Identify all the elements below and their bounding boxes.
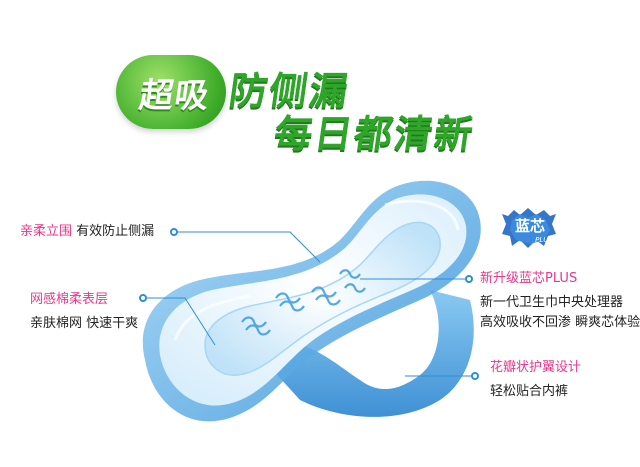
callout-core-title: 新升级蓝芯PLUS (480, 271, 578, 286)
pad-core (204, 221, 441, 376)
callout-surface: 网感棉柔表层 亲肤棉网 快速干爽 (30, 290, 138, 334)
callout-side-barrier-title: 亲柔立围 (20, 224, 73, 239)
svg-text:PLUS: PLUS (535, 236, 553, 244)
callout-core-line1: 新一代卫生巾中央处理器 (480, 295, 624, 310)
callout-dot (170, 228, 178, 236)
callout-dot (139, 294, 147, 302)
pad-edge-highlight (173, 294, 251, 341)
pad-edge-highlight (384, 199, 460, 231)
callout-surface-text: 亲肤棉网 快速干爽 (30, 316, 139, 331)
pad-wing (250, 290, 474, 417)
callout-lines (145, 231, 475, 377)
svg-text:蓝芯: 蓝芯 (515, 217, 545, 235)
callout-wings: 花瓣状护翼设计 轻松贴合内裤 (490, 358, 581, 402)
callout-dot (465, 275, 473, 283)
callout-core-line2: 高效吸收不回渗 瞬爽芯体验 (480, 315, 640, 330)
callout-wings-title: 花瓣状护翼设计 (490, 360, 582, 375)
callout-wings-text: 轻松贴合内裤 (490, 384, 569, 399)
callout-surface-title: 网感棉柔表层 (30, 292, 109, 307)
pad-wave-pattern (241, 269, 366, 336)
headline: 超吸 防侧漏 每日都清新 (0, 0, 640, 160)
lanxin-plus-logo: 蓝芯 PLUS (502, 208, 556, 248)
callout-dot (471, 372, 479, 380)
callout-core: 新升级蓝芯PLUS 新一代卫生巾中央处理器 高效吸收不回渗 瞬爽芯体验 (480, 269, 640, 333)
callout-side-barrier-text: 有效防止侧漏 (76, 224, 155, 239)
callout-side-barrier: 亲柔立围 有效防止侧漏 (20, 222, 154, 242)
headline-badge (116, 55, 226, 129)
